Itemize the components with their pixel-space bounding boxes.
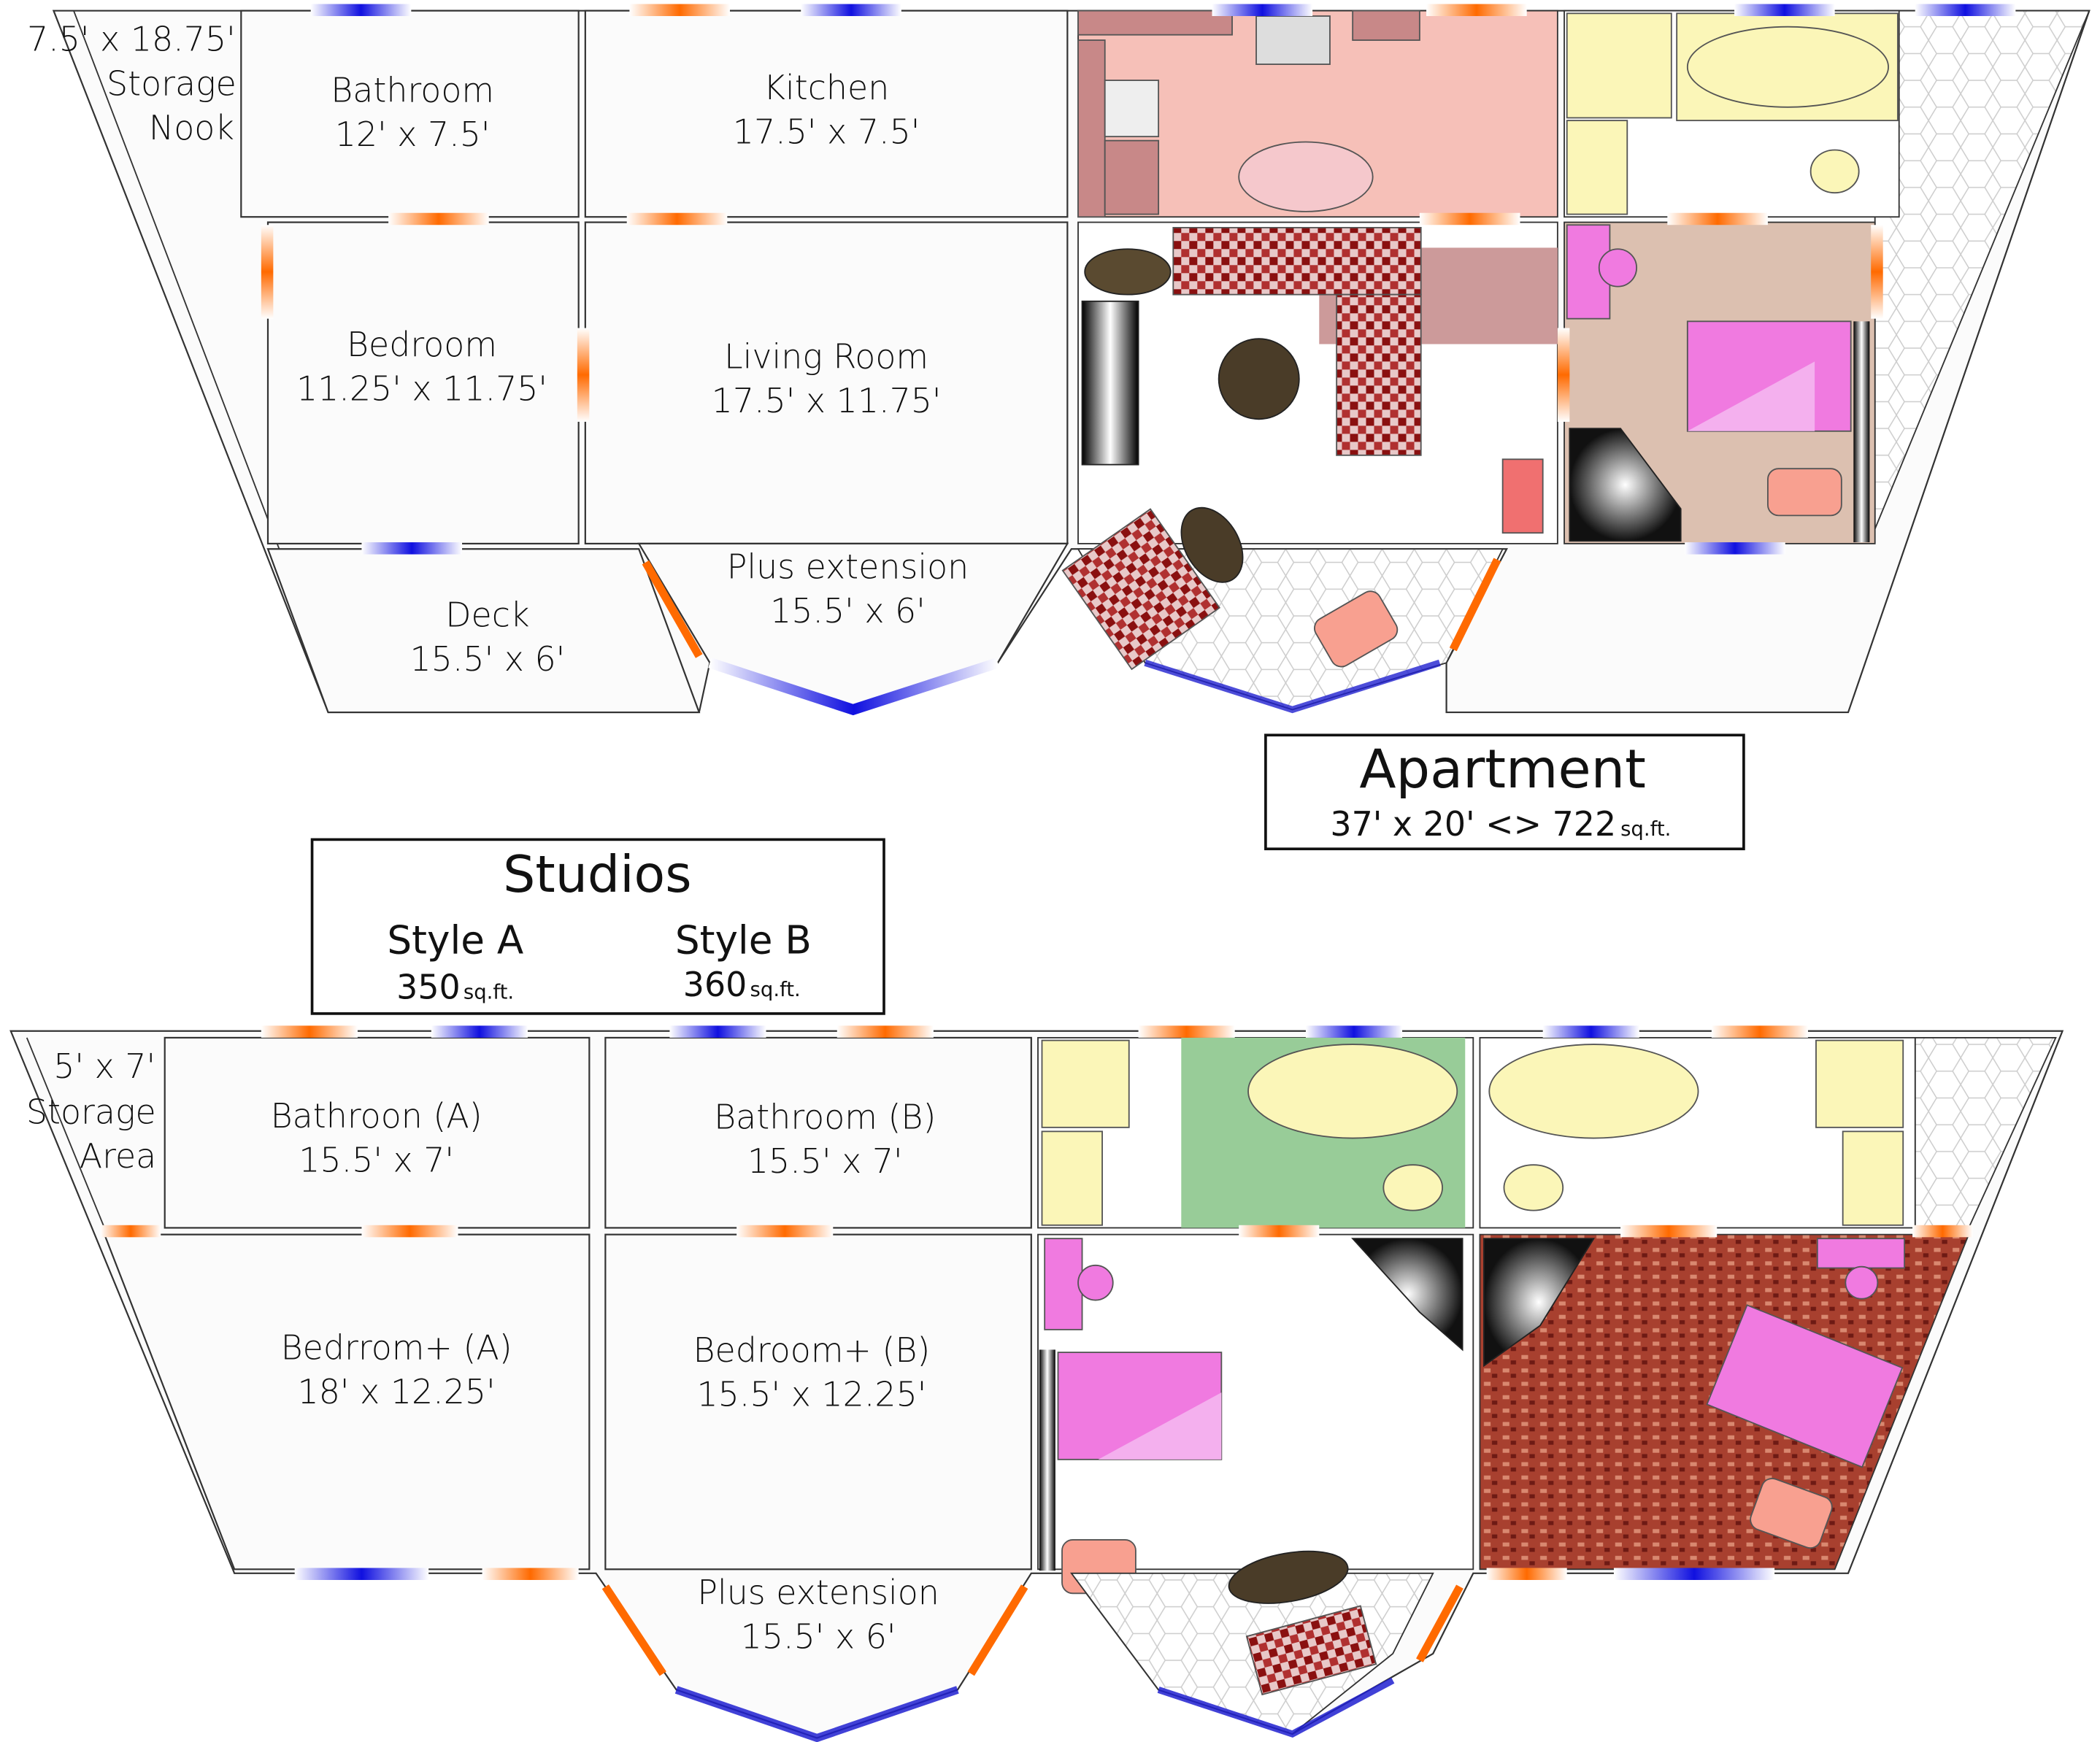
corner-plant-icon bbox=[1569, 428, 1682, 542]
storage-nook-label: Nook bbox=[149, 108, 234, 147]
bedroom-b-size: 15.5' x 12.25' bbox=[696, 1374, 926, 1414]
storage-area-size: 5' x 7' bbox=[53, 1047, 155, 1086]
coffee-table-icon bbox=[1228, 1550, 1349, 1604]
sofa-icon bbox=[1336, 293, 1422, 456]
extension-size: 15.5' x 6' bbox=[741, 1617, 896, 1657]
shower-icon bbox=[1566, 12, 1672, 119]
loveseat-icon bbox=[1061, 508, 1221, 671]
room-kitchen bbox=[584, 9, 1069, 218]
nightstand-icon bbox=[1077, 1264, 1114, 1301]
bedroom-a-size: 18' x 12.25' bbox=[298, 1372, 496, 1411]
style-a-area: 350 bbox=[396, 968, 461, 1007]
living-room-size: 17.5' x 11.75' bbox=[712, 381, 942, 420]
apartment-title: Apartment bbox=[1359, 739, 1646, 801]
desk-icon bbox=[1501, 458, 1544, 534]
room-bathroom-a bbox=[164, 1036, 591, 1229]
windows bbox=[261, 4, 2016, 716]
corner-plant-icon bbox=[1351, 1238, 1464, 1352]
studios-title: Studios bbox=[503, 845, 691, 904]
deck-size: 15.5' x 6' bbox=[410, 639, 566, 679]
bed-icon bbox=[1706, 1304, 1904, 1468]
living-room-label: Living Room bbox=[724, 337, 928, 377]
storage-nook-label: Storage bbox=[107, 63, 236, 103]
top-floor-plan: 7.5' x 18.75' Storage Nook Bathroom 12' … bbox=[27, 4, 2091, 716]
extension-label: Plus extension bbox=[727, 547, 969, 587]
storage-hex-floor bbox=[1874, 9, 2091, 530]
dining-table-icon bbox=[1238, 141, 1374, 212]
shower-icon bbox=[1815, 1039, 1904, 1128]
room-bathroom bbox=[240, 9, 580, 218]
bathroom-b-label: Bathroom (B) bbox=[714, 1098, 936, 1137]
bathtub-icon bbox=[1686, 26, 1889, 108]
sofa-icon bbox=[1172, 226, 1422, 296]
room-living bbox=[584, 221, 1069, 545]
bathroom-b-size: 15.5' x 7' bbox=[747, 1141, 903, 1181]
nightstand-icon bbox=[1598, 248, 1638, 288]
shower-icon bbox=[1041, 1039, 1130, 1128]
tv-unit-icon bbox=[1081, 300, 1139, 466]
style-b-label: Style B bbox=[675, 917, 812, 963]
coffee-table-icon bbox=[1084, 248, 1172, 296]
corner-plant-icon bbox=[1483, 1238, 1596, 1368]
bedroom-a-label: Bedrrom+ (A) bbox=[281, 1327, 512, 1367]
armchair-icon bbox=[1767, 468, 1842, 517]
room-bedroom-b bbox=[604, 1233, 1032, 1571]
room-bedroom bbox=[266, 221, 580, 545]
bottom-floor-plan: 5' x 7' Storage Area Bathroon (A) 15.5' … bbox=[9, 1025, 2064, 1742]
loveseat-icon bbox=[1245, 1605, 1377, 1696]
bedroom-label: Bedroom bbox=[347, 325, 497, 364]
armchair-icon bbox=[1750, 1478, 1833, 1549]
bedroom-size: 11.25' x 11.75' bbox=[296, 369, 547, 409]
storage-area-label: Storage bbox=[26, 1092, 156, 1131]
extension-label: Plus extension bbox=[697, 1573, 939, 1612]
bathroom-a-size: 15.5' x 7' bbox=[299, 1140, 454, 1179]
room-bathroom-b bbox=[604, 1036, 1032, 1229]
apartment-info-box: Apartment 37' x 20' <> 722 sq.ft. bbox=[1264, 733, 1745, 851]
kitchen-label: Kitchen bbox=[764, 68, 889, 107]
vanity-icon bbox=[1842, 1130, 1904, 1226]
style-a-unit: sq.ft. bbox=[464, 981, 514, 1004]
storage-area-label: Area bbox=[80, 1136, 157, 1176]
bedroom-b-label: Bedroom+ (B) bbox=[693, 1330, 931, 1370]
deck-label: Deck bbox=[445, 596, 529, 635]
studios-info-box: Studios Style A 350 sq.ft. Style B 360 s… bbox=[310, 838, 885, 1015]
style-a-label: Style A bbox=[387, 917, 523, 963]
apartment-unit: sq.ft. bbox=[1620, 817, 1671, 841]
stove-icon bbox=[1104, 80, 1160, 138]
windows bbox=[100, 1025, 1973, 1742]
sink-icon bbox=[1255, 15, 1331, 65]
vanity-icon bbox=[1566, 120, 1628, 215]
bathroom-size: 12' x 7.5' bbox=[335, 115, 491, 154]
style-b-unit: sq.ft. bbox=[750, 978, 801, 1001]
toilet-icon bbox=[1503, 1164, 1564, 1211]
room-deck bbox=[266, 548, 701, 714]
toilet-icon bbox=[1809, 149, 1860, 194]
kitchen-size: 17.5' x 7.5' bbox=[733, 112, 920, 151]
extension-size: 15.5' x 6' bbox=[770, 591, 926, 631]
storage-nook-size: 7.5' x 18.75' bbox=[27, 20, 236, 59]
toilet-icon bbox=[1382, 1164, 1443, 1211]
vanity-icon bbox=[1041, 1130, 1103, 1226]
nightstand-icon bbox=[1845, 1265, 1879, 1300]
bathroom-label: Bathroom bbox=[331, 70, 494, 109]
round-table-icon bbox=[1218, 338, 1300, 420]
style-b-area: 360 bbox=[683, 965, 747, 1004]
apartment-dims: 37' x 20' <> 722 bbox=[1330, 804, 1616, 844]
armchair-icon bbox=[1314, 590, 1399, 668]
bathroom-a-label: Bathroon (A) bbox=[271, 1096, 482, 1136]
bathtub-icon bbox=[1247, 1044, 1458, 1139]
bathtub-icon bbox=[1488, 1044, 1699, 1139]
